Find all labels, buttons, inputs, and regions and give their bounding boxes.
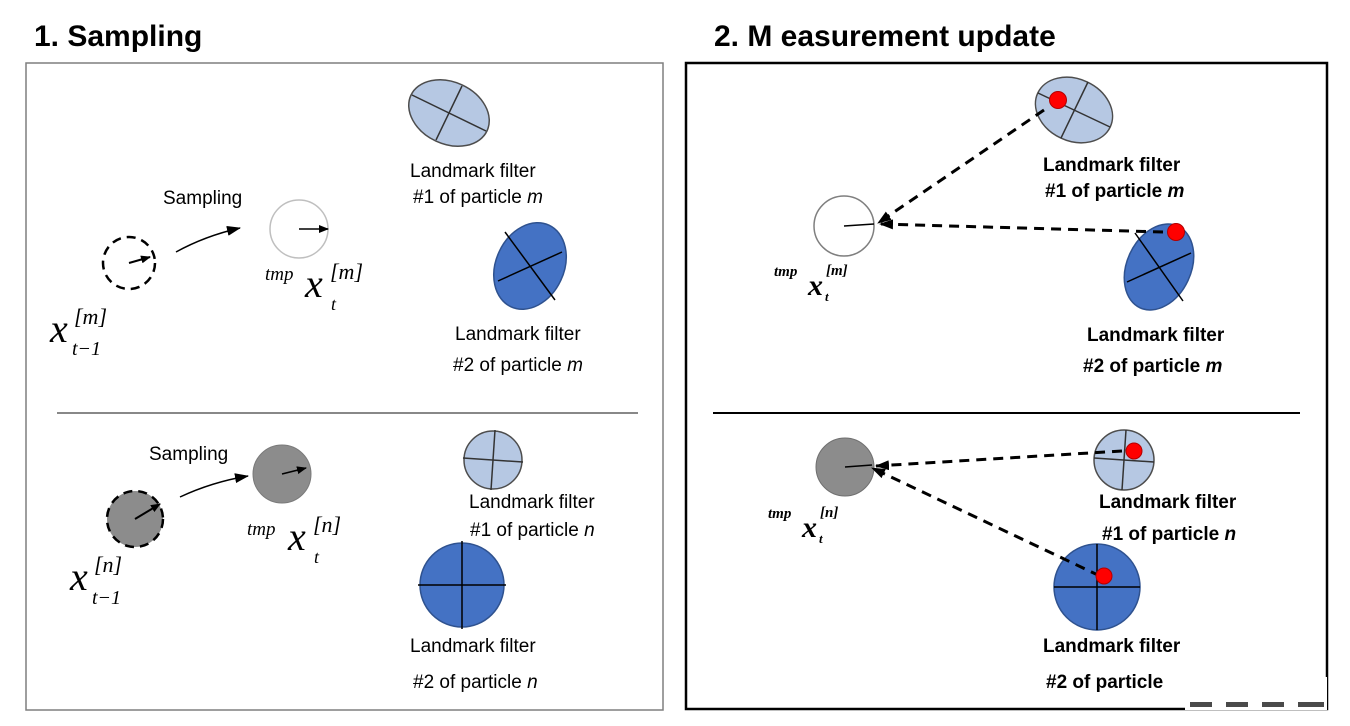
panel2-frame (684, 61, 1329, 711)
p2-measurement-line-2-n (871, 466, 1101, 578)
p2-measurement-point-2-n (1095, 567, 1113, 585)
p1-sampling-arrow-m (175, 226, 241, 253)
svg-text:[m]: [m] (330, 259, 363, 284)
p2-tmp-pose-n-label: tmp x [n] t (768, 505, 838, 546)
p1-landmark-2-n-line2: #2 of particle n (413, 672, 538, 693)
p2-measurement-point-1-m (1049, 91, 1067, 109)
p2-tmp-pose-m-label: tmp x [m] t (774, 263, 848, 304)
corner-artifact-4 (1298, 702, 1324, 707)
p2-landmark-2-m-line2: #2 of particle m (1083, 356, 1223, 377)
panel2-title: 2. M easurement update (714, 20, 1056, 53)
p2-landmark-ellipse-2-m (1123, 223, 1195, 311)
p2-landmark-circle-1-n (1093, 429, 1155, 491)
p1-old-pose-n-label: x [n] t−1 (69, 552, 122, 609)
svg-text:[n]: [n] (313, 512, 341, 537)
panel1-frame (25, 62, 664, 711)
p1-old-pose-m-label: x [m] t−1 (49, 304, 107, 360)
p2-measurement-line-1-n (875, 449, 1123, 471)
corner-artifact-1 (1190, 702, 1212, 707)
p1-sampling-arrow-n (179, 473, 249, 498)
p1-tmp-pose-n (252, 444, 312, 504)
svg-text:[m]: [m] (826, 263, 848, 279)
p1-landmark-circle-2-n (418, 541, 506, 629)
p2-landmark-2-m-line1: Landmark filter (1087, 325, 1225, 346)
p2-landmark-2-n-line2: #2 of particle (1046, 672, 1163, 693)
svg-text:x: x (801, 511, 817, 544)
p1-landmark-ellipse-2-m (493, 222, 567, 310)
p1-sampling-label-m: Sampling (163, 188, 242, 209)
p1-sampling-label-n: Sampling (149, 444, 228, 465)
p2-landmark-1-m-line2: #1 of particle m (1045, 181, 1185, 202)
p2-landmark-2-n-line1: Landmark filter (1043, 636, 1181, 657)
svg-text:x: x (807, 269, 823, 302)
p1-landmark-1-m-line2: #1 of particle m (413, 187, 543, 208)
p2-landmark-1-n-line1: Landmark filter (1099, 492, 1237, 513)
p2-landmark-circle-2-n (1053, 543, 1141, 631)
svg-text:tmp: tmp (774, 264, 798, 280)
svg-text:x: x (287, 514, 306, 559)
svg-text:t: t (314, 547, 320, 567)
p2-landmark-ellipse-1-m (1034, 76, 1114, 144)
p1-tmp-pose-n-label: tmp x [n] t (247, 512, 341, 567)
p2-measurement-point-2-m (1167, 223, 1185, 241)
p1-landmark-1-n-line1: Landmark filter (469, 492, 595, 513)
p1-old-pose-n (105, 489, 165, 549)
corner-artifact-2 (1226, 702, 1248, 707)
svg-text:tmp: tmp (265, 264, 294, 285)
svg-text:tmp: tmp (247, 519, 276, 540)
p1-landmark-2-n-line1: Landmark filter (410, 636, 536, 657)
svg-text:t−1: t−1 (72, 338, 101, 360)
svg-text:x: x (49, 306, 68, 351)
p1-landmark-ellipse-1-m (407, 79, 491, 147)
p1-old-pose-m (101, 235, 157, 291)
svg-text:t−1: t−1 (92, 587, 121, 609)
svg-text:[m]: [m] (74, 304, 107, 329)
svg-text:x: x (304, 261, 323, 306)
svg-text:t: t (819, 531, 823, 546)
p2-tmp-pose-n (815, 437, 875, 497)
svg-text:t: t (331, 294, 337, 314)
p2-measurement-line-1-m (877, 108, 1045, 225)
p1-landmark-1-n-line2: #1 of particle n (470, 520, 595, 541)
svg-text:[n]: [n] (94, 552, 122, 577)
svg-text:[n]: [n] (820, 505, 838, 521)
panel1-title: 1. Sampling (34, 20, 202, 53)
p1-landmark-1-m-line1: Landmark filter (410, 161, 536, 182)
corner-artifact-3 (1262, 702, 1284, 707)
p2-landmark-1-m-line1: Landmark filter (1043, 155, 1181, 176)
p2-measurement-point-1-n (1125, 442, 1143, 460)
p1-tmp-pose-m (269, 199, 329, 259)
svg-text:tmp: tmp (768, 506, 792, 522)
p1-landmark-2-m-line2: #2 of particle m (453, 355, 583, 376)
p2-landmark-1-n-line2: #1 of particle n (1102, 524, 1236, 545)
p1-landmark-circle-1-n (462, 429, 524, 491)
p1-tmp-pose-m-label: tmp x [m] t (265, 259, 363, 314)
svg-text:x: x (69, 554, 88, 599)
p1-landmark-2-m-line1: Landmark filter (455, 324, 581, 345)
p2-measurement-line-2-m (879, 219, 1164, 234)
p2-tmp-pose-m (813, 195, 875, 257)
svg-text:t: t (825, 289, 829, 304)
